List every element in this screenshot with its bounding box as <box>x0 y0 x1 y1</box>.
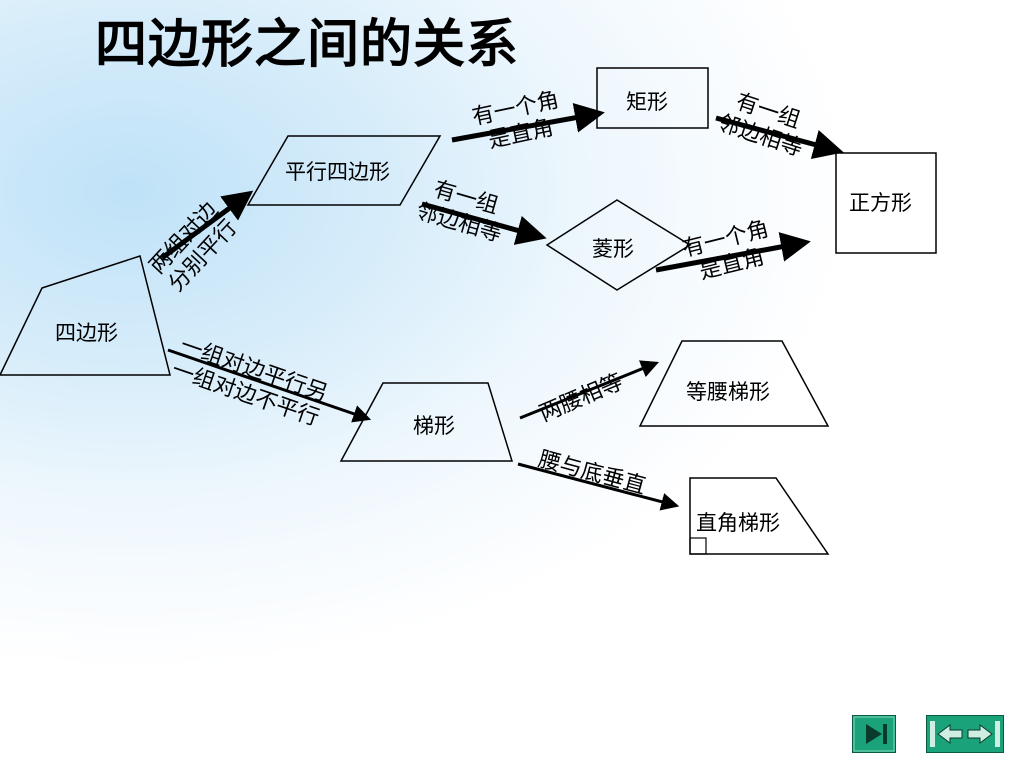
right-trapezoid-label: 直角梯形 <box>696 511 780 535</box>
parallelogram-label: 平行四边形 <box>285 160 390 184</box>
quadrilateral-shape <box>0 255 171 376</box>
right-trapezoid-shape <box>689 477 830 555</box>
page-title: 四边形之间的关系 <box>95 15 520 75</box>
rectangle-label: 矩形 <box>626 90 668 114</box>
arrow-to-parallelogram <box>160 190 254 261</box>
trapezoid-shape <box>339 382 514 462</box>
play-to-end-icon <box>852 715 896 753</box>
isosceles-trapezoid-shape <box>638 340 830 427</box>
parallelogram-shape <box>246 135 442 206</box>
return-arrows-icon <box>926 715 1004 753</box>
end-button[interactable] <box>852 715 896 753</box>
quadrilateral-label: 四边形 <box>55 321 118 345</box>
square-label: 正方形 <box>849 191 912 215</box>
rhombus-shape <box>545 199 692 291</box>
arrow-rhombus-to-square <box>655 232 811 273</box>
arrow-to-rhombus <box>421 201 547 245</box>
trapezoid-label: 梯形 <box>413 414 455 438</box>
arrow-to-trapezoid <box>167 348 372 423</box>
arrow-rectangle-to-square <box>715 115 844 160</box>
rectangle-shape <box>596 67 709 129</box>
isosceles-trapezoid-label: 等腰梯形 <box>686 380 770 404</box>
rhombus-label: 菱形 <box>592 237 634 261</box>
right-angle-mark <box>689 537 707 555</box>
arrow-to-isosceles <box>519 360 660 420</box>
arrow-to-rectangle <box>451 102 605 143</box>
square-shape <box>835 152 937 254</box>
arrow-to-right-trapezoid <box>517 462 680 511</box>
return-button[interactable] <box>926 715 1004 753</box>
